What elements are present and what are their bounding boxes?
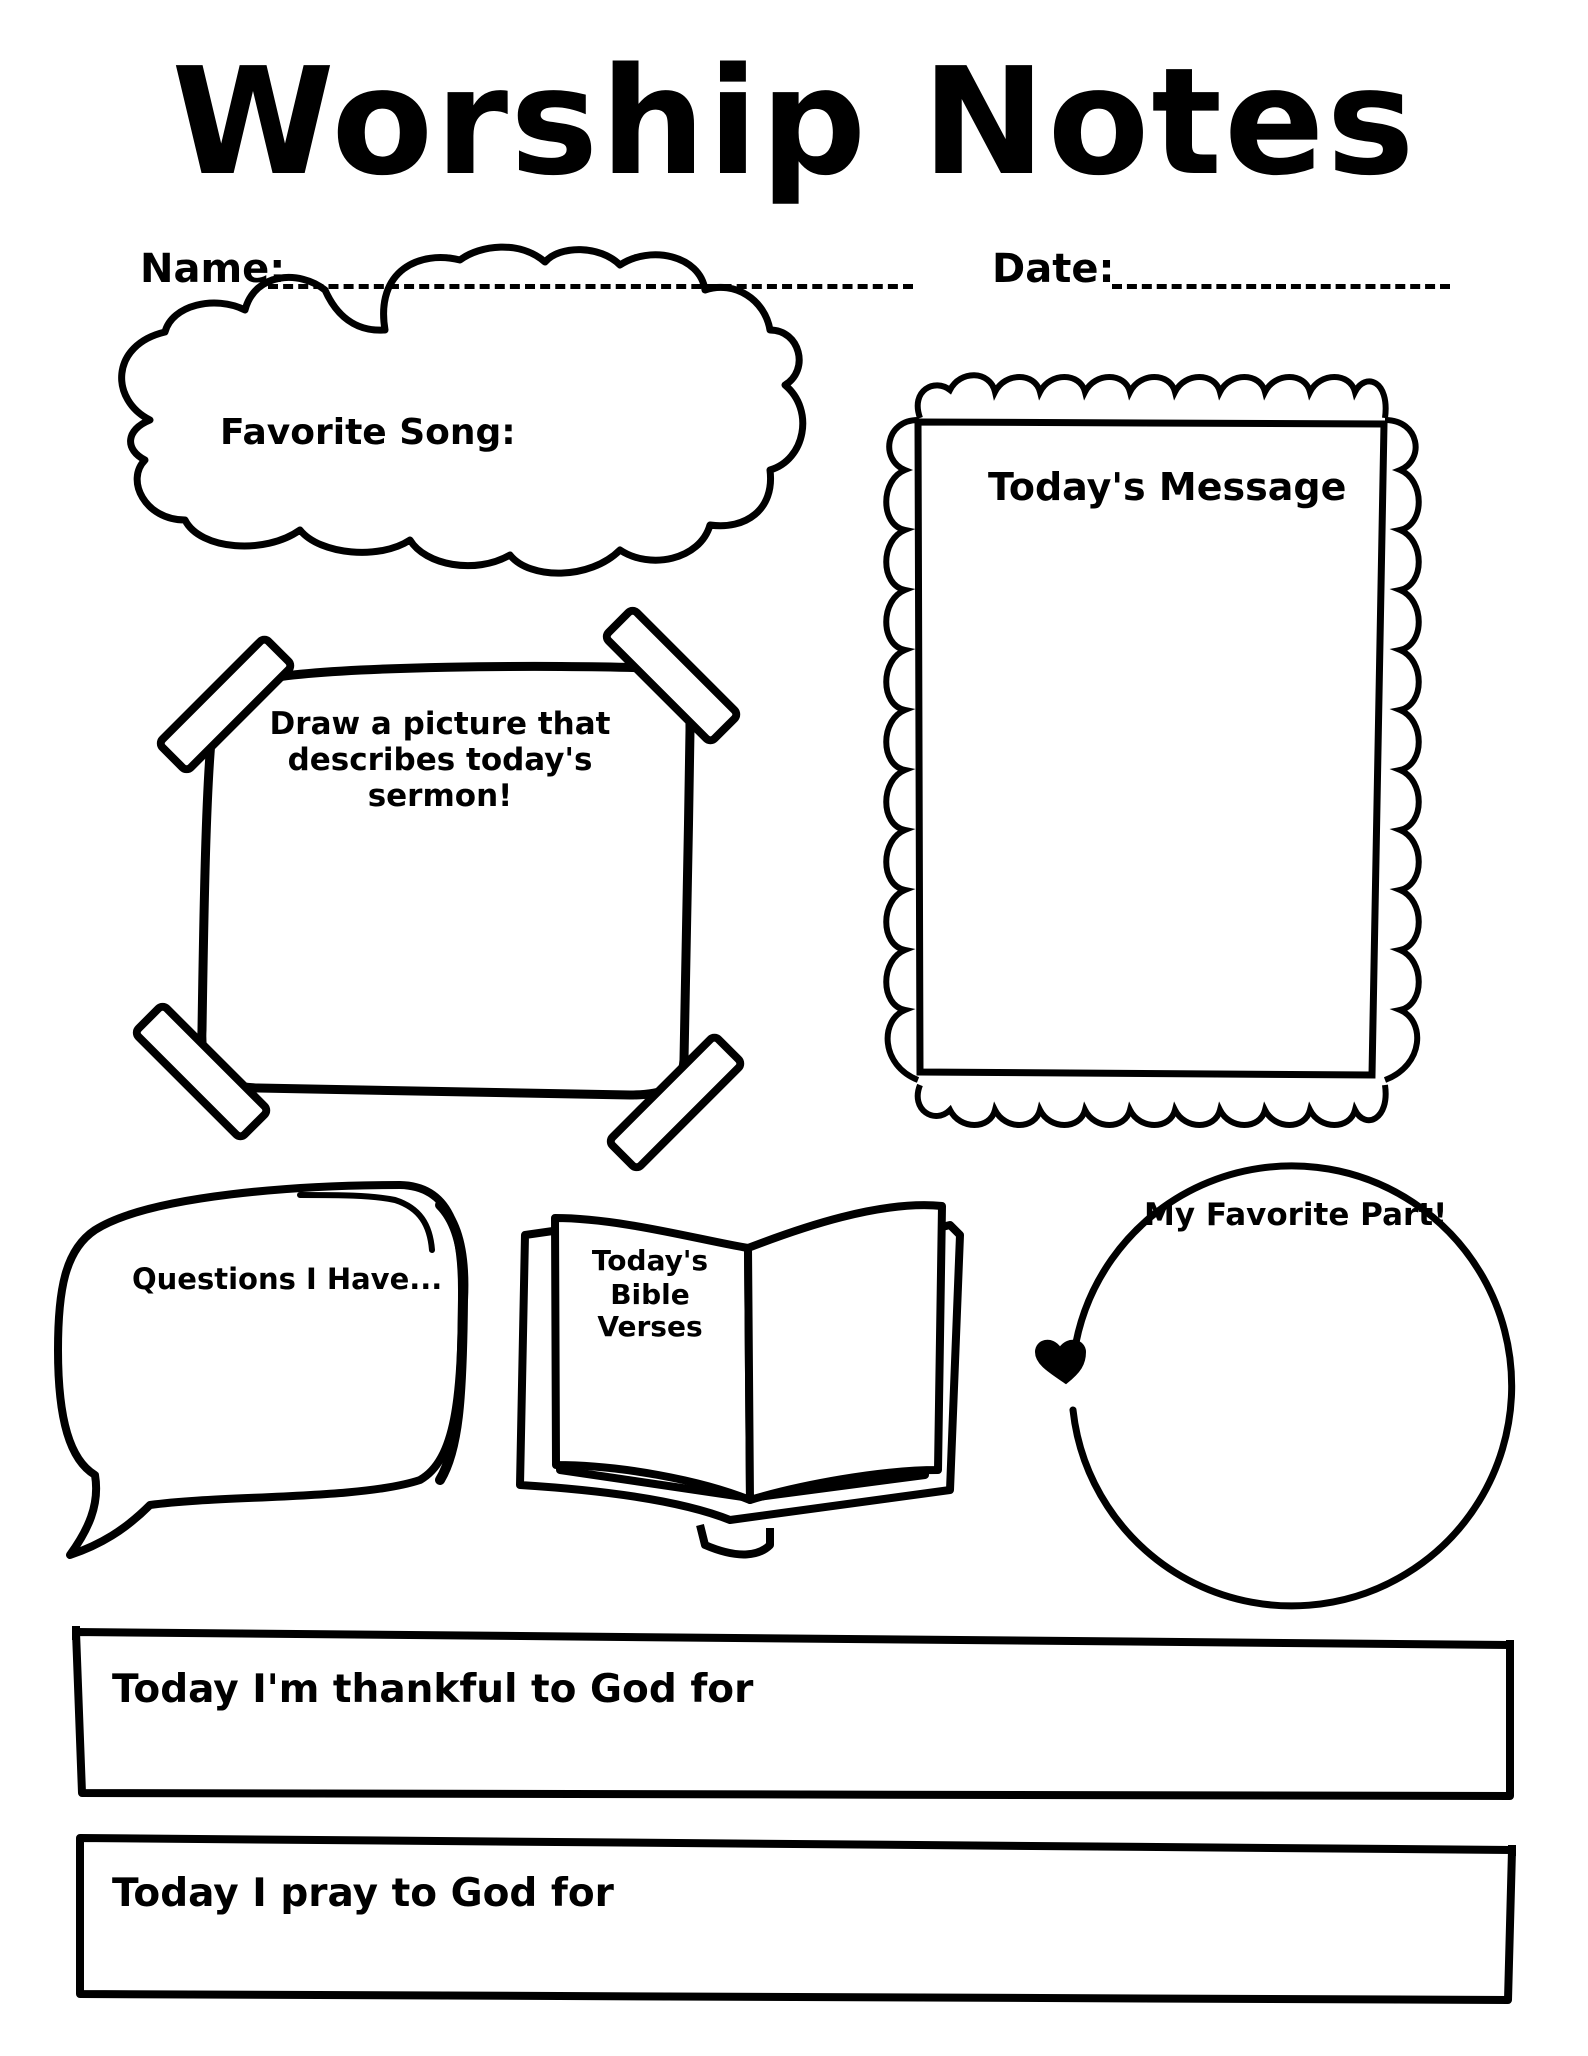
heart-icon: [1034, 1339, 1087, 1385]
bible-verses-label-line2: Bible Verses: [597, 1278, 703, 1344]
message-box: [914, 418, 1388, 1079]
pray-box: [76, 1834, 1516, 2004]
favorite-circle: [1069, 1162, 1516, 1610]
date-label: Date:: [992, 246, 1115, 292]
favorite-song-label: Favorite Song:: [220, 412, 516, 453]
thankful-label: Today I'm thankful to God for: [112, 1667, 754, 1712]
scallop-frame: [883, 372, 1422, 1128]
draw-picture-label-line1: Draw a picture that: [269, 706, 611, 742]
tape-strips: [132, 606, 745, 1172]
todays-message-label: Today's Message: [988, 465, 1347, 509]
cloud-frame: [118, 243, 807, 577]
name-field[interactable]: [268, 284, 913, 289]
date-field[interactable]: [1112, 284, 1450, 289]
open-book: [516, 1201, 964, 1559]
thankful-box: [72, 1628, 1514, 1800]
draw-picture-label-line2: describes today's sermon!: [287, 742, 593, 814]
page-title: Worship Notes: [171, 36, 1417, 208]
favorite-part-label: My Favorite Part!: [1144, 1197, 1448, 1233]
bible-verses-label-line1: Today's: [591, 1244, 709, 1277]
pray-label: Today I pray to God for: [112, 1871, 614, 1916]
speech-bubble: [54, 1181, 466, 1559]
questions-label: Questions I Have...: [132, 1262, 443, 1296]
